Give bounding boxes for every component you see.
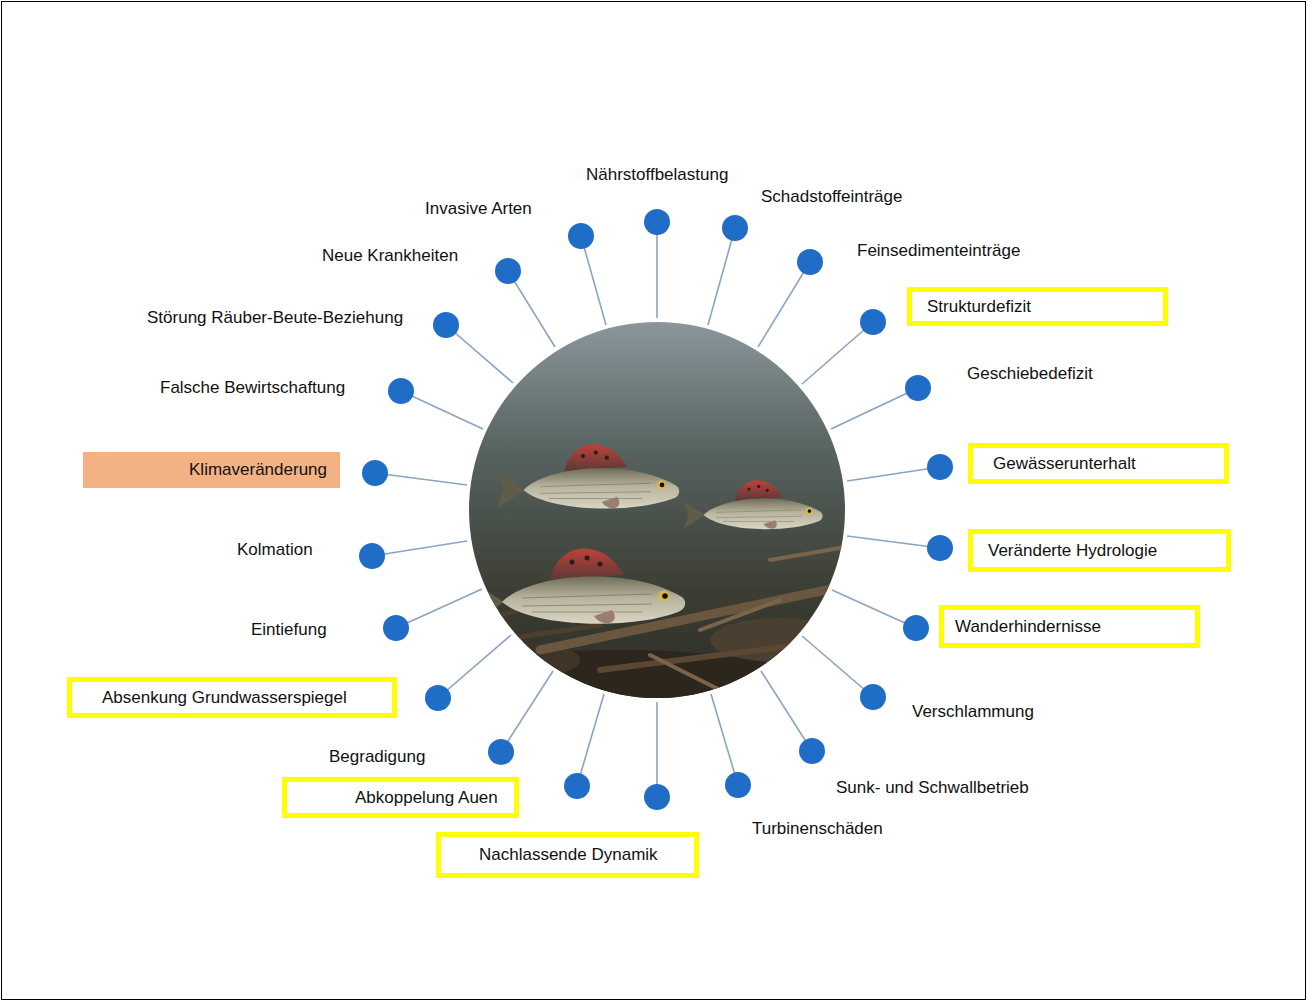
factor-label: Nährstoffbelastung <box>586 165 728 185</box>
outlined-box: Wanderhindernisse <box>939 605 1200 648</box>
outlined-box: Absenkung Grundwasserspiegel <box>67 677 397 718</box>
factor-label: Verschlammung <box>912 702 1034 722</box>
box-label: Klimaveränderung <box>189 460 327 480</box>
box-label: Gewässerunterhalt <box>993 454 1136 474</box>
riverbed <box>420 548 850 730</box>
factor-label: Feinsedimenteinträge <box>857 241 1020 261</box>
factor-label: Schadstoffeinträge <box>761 187 902 207</box>
factor-label: Falsche Bewirtschaftung <box>160 378 345 398</box>
factor-label: Neue Krankheiten <box>322 246 458 266</box>
outlined-box: Strukturdefizit <box>907 287 1168 326</box>
outlined-box: Abkoppelung Auen <box>282 777 519 818</box>
factor-label: Begradigung <box>329 747 425 767</box>
factor-label: Turbinenschäden <box>752 819 883 839</box>
box-label: Abkoppelung Auen <box>355 788 498 808</box>
outlined-box: Gewässerunterhalt <box>968 443 1229 484</box>
outlined-box: Veränderte Hydrologie <box>968 529 1231 572</box>
factor-label: Geschiebedefizit <box>967 364 1093 384</box>
factor-label: Invasive Arten <box>425 199 532 219</box>
box-label: Strukturdefizit <box>927 297 1031 317</box>
box-label: Absenkung Grundwasserspiegel <box>102 688 347 708</box>
box-label: Wanderhindernisse <box>955 617 1101 637</box>
factor-label: Eintiefung <box>251 620 327 640</box>
line-spokes <box>372 222 940 797</box>
fish-photo <box>420 315 860 730</box>
box-label: Veränderte Hydrologie <box>988 541 1157 561</box>
box-label: Nachlassende Dynamik <box>479 845 658 865</box>
outlined-box: Nachlassende Dynamik <box>436 832 699 878</box>
blue-dots <box>359 209 953 810</box>
factor-label: Störung Räuber-Beute-Beziehung <box>147 308 403 328</box>
highlight-box: Klimaveränderung <box>83 452 340 488</box>
factor-label: Kolmation <box>237 540 313 560</box>
factor-label: Sunk- und Schwallbetrieb <box>836 778 1029 798</box>
